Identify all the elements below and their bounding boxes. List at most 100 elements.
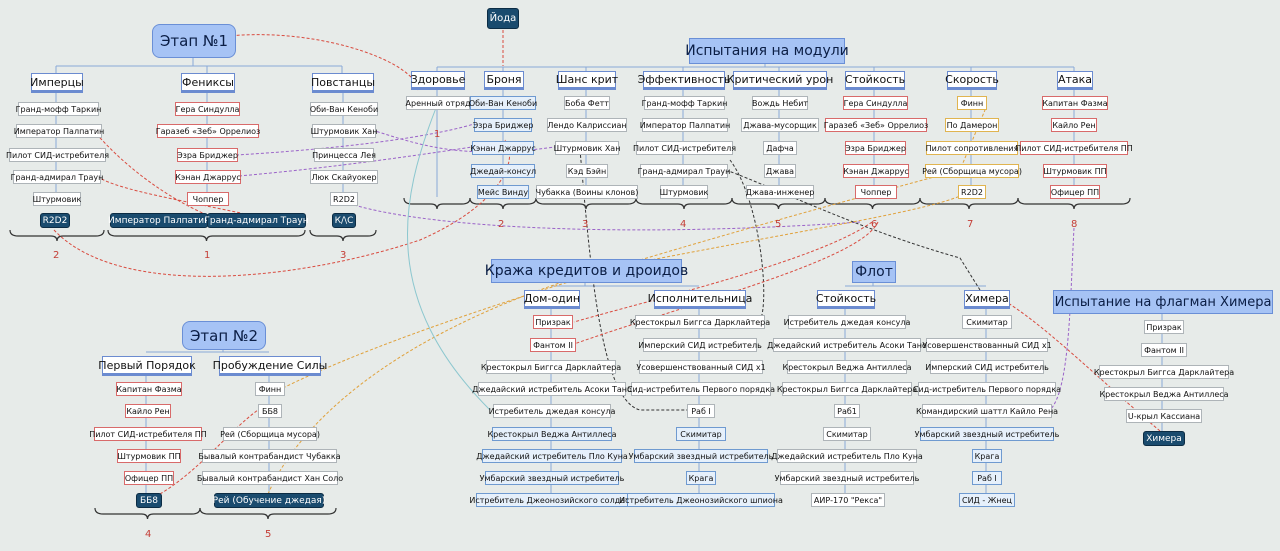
heist-title[interactable]: Кража кредитов и дроидов [485,259,688,283]
dom-7[interactable]: Умбарский звездный истребитель [480,471,624,485]
flagship-reward-chimera[interactable]: Химера [1143,431,1185,446]
ch-1[interactable]: Усовершенствованный СИД х1 [922,338,1052,352]
exec-3[interactable]: Сид-истребитель Первого порядка [627,382,775,396]
s1-phx-3[interactable]: Кэнан Джаррус [175,170,241,184]
s1-imp-3[interactable]: Гранд-адмирал Траун [11,170,103,184]
trial-2-3[interactable]: Кэд Бэйн [566,164,608,178]
trial-2-2[interactable]: Штурмовик Хан [554,141,620,155]
st-0[interactable]: Истребитель джедая консула [784,315,910,329]
ch-4[interactable]: Командирский шаттл Кайло Рена [916,404,1058,418]
trial-7-2[interactable]: Пилот СИД-истребителя ПП [1015,141,1133,155]
trial-cat-3[interactable]: Эффективность [637,71,731,88]
trial-3-3[interactable]: Гранд-адмирал Траун [638,164,730,178]
trial-7-0[interactable]: Капитан Фазма [1042,96,1108,110]
trial-7-4[interactable]: Офицер ПП [1050,185,1100,199]
s1-reb-2[interactable]: Принцесса Лея [312,148,376,162]
trial-7-3[interactable]: Штурмовик ПП [1043,164,1107,178]
fl-0[interactable]: Призрак [1144,320,1184,334]
s2-reward-bb8[interactable]: ББ8 [136,493,162,508]
ch-7[interactable]: Раб I [972,471,1002,485]
yoda-node[interactable]: Йода [487,8,519,29]
s1-reward-ks[interactable]: К/\С [332,213,356,228]
stage2-cat-first-order[interactable]: Первый Порядок [98,356,196,374]
stage1-cat-rebels[interactable]: Повстанцы [311,73,375,91]
s1-imp-1[interactable]: Император Палпатин [14,124,104,138]
s2-fa-3[interactable]: Бывалый контрабандист Чубакка [198,449,341,463]
dom-1[interactable]: Фантом II [530,338,576,352]
trial-1-4[interactable]: Мейс Винду [477,185,529,199]
fleet-title[interactable]: Флот [852,261,896,283]
trial-2-1[interactable]: Лендо Калриссиан [547,118,627,132]
trial-6-1[interactable]: По Дамерон [945,118,999,132]
dom-5[interactable]: Крестокрыл Веджа Антиллеса [487,427,617,441]
s2-fa-4[interactable]: Бывалый контрабандист Хан Соло [197,471,343,485]
exec-7[interactable]: Крага [686,471,716,485]
ch-2[interactable]: Имперский СИД истребитель [925,360,1049,374]
trial-2-0[interactable]: Боба Фетт [564,96,610,110]
trial-3-1[interactable]: Император Палпатин [640,118,730,132]
fl-2[interactable]: Крестокрыл Биггса Дарклайтера [1094,365,1234,379]
s1-reward-thrawn[interactable]: Гранд-адмирал Траун [204,213,309,228]
trial-5-2[interactable]: Эзра Бриджер [845,141,906,155]
trial-cat-6[interactable]: Скорость [945,71,999,88]
trial-4-3[interactable]: Джава [764,164,796,178]
trial-5-4[interactable]: Чоппер [855,185,897,199]
trial-cat-0[interactable]: Здоровье [410,71,466,88]
trial-cat-5[interactable]: Стойкость [844,71,906,88]
s1-reward-r2d2[interactable]: R2D2 [40,213,70,228]
st-5[interactable]: Скимитар [823,427,871,441]
trial-6-4[interactable]: R2D2 [958,185,986,199]
trial-6-0[interactable]: Финн [957,96,987,110]
s2-fa-1[interactable]: ББ8 [258,404,282,418]
s1-imp-4[interactable]: Штурмовик [33,192,81,206]
trial-5-0[interactable]: Гера Синдулла [843,96,908,110]
s1-phx-0[interactable]: Гера Синдулла [175,102,240,116]
st-7[interactable]: Умбарский звездный истребитель [775,471,919,485]
s2-reward-rey[interactable]: Рей (Обучение джедая) [213,493,325,508]
ch-8[interactable]: СИД - Жнец [959,493,1015,507]
trial-4-2[interactable]: Дафча [763,141,797,155]
exec-5[interactable]: Скимитар [676,427,726,441]
trial-2-4[interactable]: Чубакка (Воины клонов) [536,185,638,199]
ch-0[interactable]: Скимитар [962,315,1012,329]
s1-reb-1[interactable]: Штурмовик Хан [311,124,377,138]
st-8[interactable]: АИР-170 "Рекса" [811,493,885,507]
fl-4[interactable]: U-крыл Кассиана [1126,409,1202,423]
s2-fo-3[interactable]: Штурмовик ПП [117,449,181,463]
stage1-cat-imperials[interactable]: Имперцы [30,73,84,91]
trial-cat-1[interactable]: Броня [484,71,524,88]
trial-cat-2[interactable]: Шанс крит [555,71,619,88]
s2-fo-0[interactable]: Капитан Фазма [116,382,182,396]
s1-phx-4[interactable]: Чоппер [187,192,229,206]
stage-2-title[interactable]: Этап №2 [182,321,266,350]
stage2-cat-force-awakens[interactable]: Пробуждение Силы [213,356,327,374]
s1-reb-3[interactable]: Люк Скайуокер [310,170,378,184]
exec-0[interactable]: Крестокрыл Биггса Дарклайтера [630,315,770,329]
trial-cat-4[interactable]: Критический урон [726,71,834,88]
exec-8[interactable]: Истребитель Джеонозийского шпиона [619,493,783,507]
stage-1-title[interactable]: Этап №1 [152,24,236,58]
trial-5-1[interactable]: Гаразеб «Зеб» Оррелиоз [824,118,928,132]
trial-6-2[interactable]: Пилот сопротивления [926,141,1018,155]
s2-fo-2[interactable]: Пилот СИД-истребителя ПП [89,427,207,441]
flagship-title[interactable]: Испытание на флагман Химера [1053,290,1273,314]
s2-fa-2[interactable]: Рей (Сборщица мусора) [220,427,320,441]
heist-cat-exec[interactable]: Исполнительница [647,290,753,307]
ch-5[interactable]: Умбарский звездный истребитель [915,427,1059,441]
trial-6-3[interactable]: Рей (Сборщица мусора) [922,164,1022,178]
s2-fa-0[interactable]: Финн [255,382,285,396]
exec-1[interactable]: Имперский СИД истребитель [638,338,762,352]
exec-4[interactable]: Раб I [687,404,715,418]
trials-title[interactable]: Испытания на модули [685,38,849,64]
st-2[interactable]: Крестокрыл Веджа Антиллеса [782,360,912,374]
trial-1-1[interactable]: Эзра Бриджер [473,118,533,132]
trial-3-0[interactable]: Гранд-мофф Таркин [642,96,727,110]
exec-2[interactable]: Усовершенствованный СИД х1 [636,360,766,374]
dom-8[interactable]: Истребитель Джеонозийского солдата [469,493,635,507]
trial-1-3[interactable]: Джедай-консул [470,164,536,178]
trial-0-0[interactable]: Аренный отряд [406,96,470,110]
heist-cat-dom[interactable]: Дом-один [523,290,581,307]
s1-imp-0[interactable]: Гранд-мофф Таркин [16,102,101,116]
st-1[interactable]: Джедайский истребитель Асоки Тано [767,338,927,352]
s2-fo-1[interactable]: Кайло Рен [125,404,171,418]
